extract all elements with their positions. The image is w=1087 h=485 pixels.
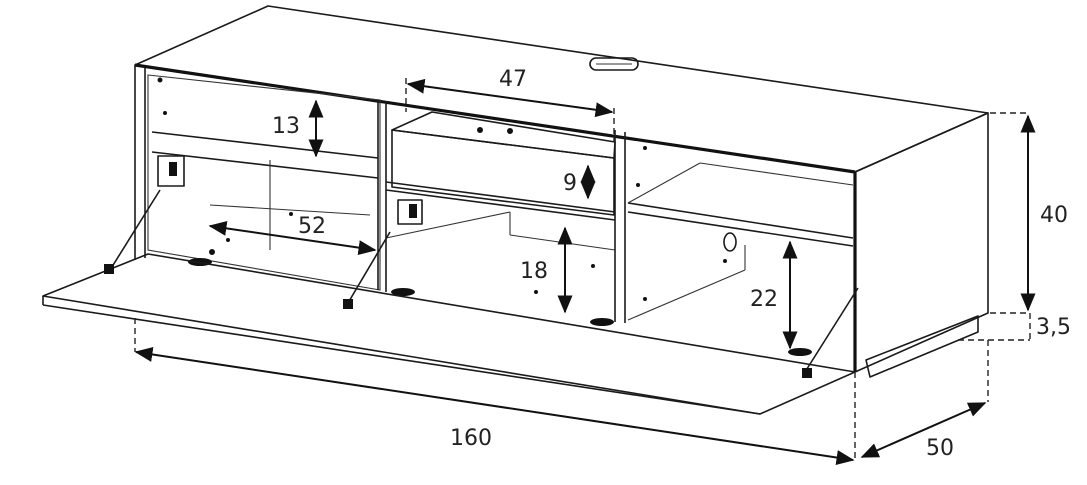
- cabinet-interior: [147, 74, 854, 356]
- top-panel: [134, 5, 989, 173]
- compartment-depth-label: 52: [298, 214, 326, 239]
- base-plinth: [865, 315, 979, 378]
- height-label: 40: [1040, 203, 1068, 228]
- cabinet-body: [134, 5, 989, 378]
- width-label: 160: [450, 426, 492, 451]
- front-flap: [42, 189, 859, 415]
- base-height-label: 3,5: [1036, 315, 1071, 340]
- drawer-width-label: 47: [499, 67, 527, 92]
- compartment-depth-dim-line: [208, 220, 377, 256]
- drawer: [391, 129, 615, 216]
- cable-outlet: [589, 57, 639, 71]
- right-height-label: 22: [750, 287, 778, 312]
- dimension-lines: [134, 78, 1036, 465]
- right-side-panel: [854, 112, 989, 373]
- drawer-height-label: 9: [563, 171, 577, 196]
- depth-label: 50: [926, 436, 954, 461]
- width-dim-line: [134, 347, 855, 465]
- depth-dim-line: [860, 402, 987, 458]
- dimension-labels: 160 50 40 3,5 47 9 13 52 18 22: [272, 67, 1071, 461]
- shelf-gap-label: 13: [272, 114, 300, 139]
- drawer-width-dim-line: [406, 78, 614, 118]
- middle-height-label: 18: [520, 259, 548, 284]
